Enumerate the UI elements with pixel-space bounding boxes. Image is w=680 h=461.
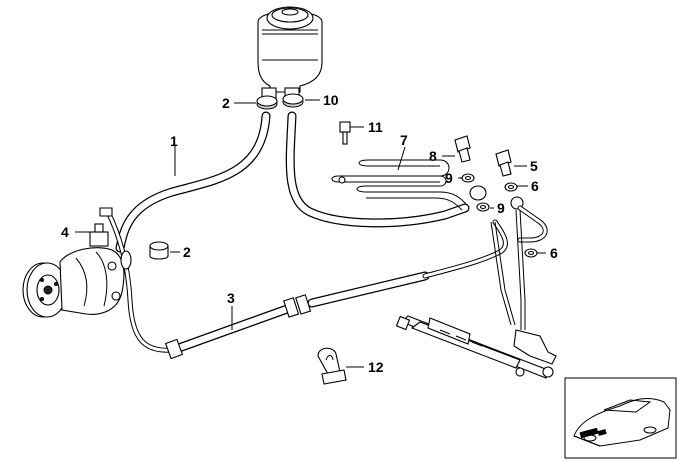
clamp-10 [282,93,304,108]
bolt-11 [339,121,351,145]
callout-2-top: 2 [222,95,230,111]
car-locator-inset [564,377,677,459]
hollow-bolt-5 [495,149,512,177]
callout-7: 7 [400,132,408,148]
pressure-line [105,209,175,353]
callout-12: 12 [368,359,384,375]
clip-12 [317,347,347,385]
hose-3 [164,219,508,360]
callout-11: 11 [368,119,383,135]
banjo-fitting [469,185,548,330]
callout-10: 10 [323,92,339,108]
callout-6-top: 6 [531,178,539,194]
clamp-2-top [256,95,278,110]
callout-5: 5 [530,158,538,174]
leader-lines [75,99,546,368]
hose-1 [115,111,271,253]
return-hose [285,111,470,228]
steering-pump [22,207,132,318]
clamp-2-lower [149,241,169,260]
callout-labels: 1 2 10 2 4 3 11 7 8 9 9 5 6 6 12 [61,92,558,375]
callout-2-lower: 2 [183,244,191,260]
callout-1: 1 [170,133,178,149]
callout-3: 3 [227,290,235,306]
cooler-7 [331,159,467,211]
steering-rack [395,315,557,379]
callout-4: 4 [61,224,69,240]
callout-9-top: 9 [445,170,453,186]
reservoir [257,6,323,103]
callout-6-lower: 6 [550,245,558,261]
callout-8: 8 [429,148,437,164]
callout-9-lower: 9 [497,200,505,216]
hollow-bolt-8 [454,135,471,163]
